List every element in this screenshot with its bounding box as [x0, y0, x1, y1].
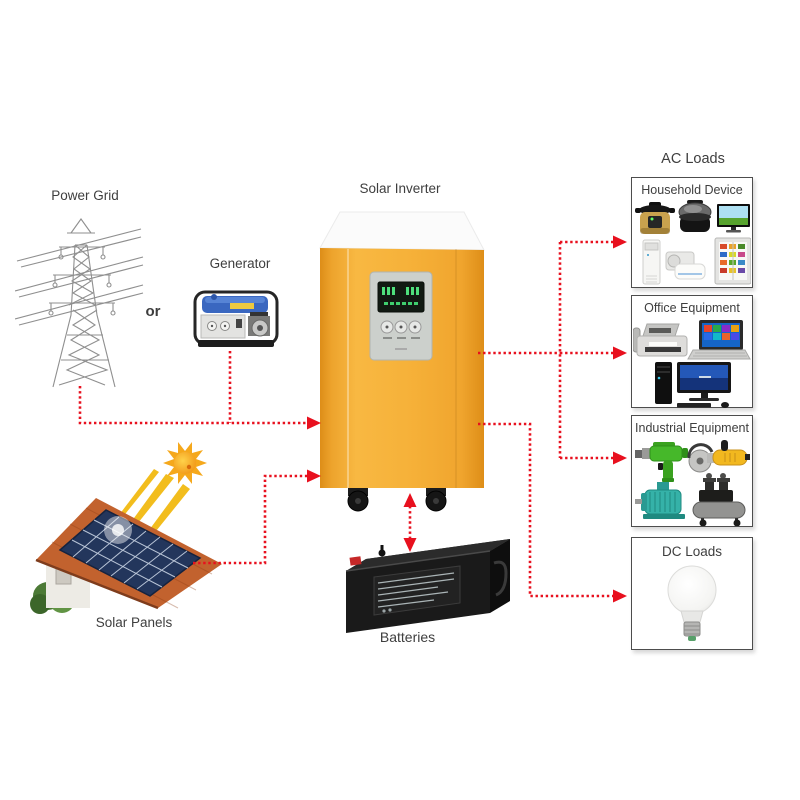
- arrowhead-industrial: [613, 451, 627, 465]
- tv-icon: [717, 204, 750, 233]
- generator-label: Generator: [209, 256, 271, 271]
- sun-beams: [119, 469, 190, 541]
- power-grid-label: Power Grid: [51, 188, 119, 203]
- battery-terminal-red: [349, 556, 362, 566]
- portable-generator-icon: [193, 290, 279, 347]
- batteries-label: Batteries: [379, 629, 436, 645]
- dc-loads-icons: [667, 565, 717, 641]
- halogen-oven-icon: [678, 200, 712, 232]
- ac-load-box-household: Household Device: [631, 177, 753, 288]
- sun-icon: [163, 442, 207, 484]
- monitor-icon: [677, 362, 731, 401]
- keyboard-icon: [677, 403, 711, 408]
- ac-loads-label: AC Loads: [661, 151, 725, 167]
- arrowhead-dc-loads: [613, 589, 627, 603]
- transmission-tower-icon: [15, 218, 144, 388]
- ac-load-box-industrial: Industrial Equipment: [631, 415, 753, 527]
- or-label: or: [145, 303, 161, 320]
- solar-panels-label: Solar Panels: [95, 615, 173, 630]
- household-device-icons: [635, 200, 751, 285]
- mouse-icon: [721, 402, 729, 408]
- dc-loads-title: DC Loads: [661, 544, 723, 559]
- arrowhead-office: [613, 346, 627, 360]
- standing-ac-icon: [642, 239, 661, 285]
- electric-drill-icon: [635, 442, 688, 482]
- angle-grinder-icon: [687, 440, 750, 473]
- grid-to-inverter-line: [78, 386, 307, 425]
- ac-load-box-office: Office Equipment: [631, 295, 753, 408]
- inverter-control-knobs: [380, 320, 422, 350]
- dc-load-box: DC Loads: [631, 537, 753, 650]
- pc-tower-icon: [655, 362, 672, 404]
- split-ac-icon: [665, 251, 706, 280]
- solar-house-icon: [30, 442, 222, 614]
- air-compressor-icon: [692, 473, 746, 526]
- fax-machine-icon: [633, 323, 688, 357]
- laptop-icon: [687, 320, 751, 360]
- pressure-cooker-icon: [635, 202, 675, 234]
- office-equipment-title: Office Equipment: [644, 301, 740, 315]
- caster-wheels: [347, 488, 447, 512]
- electric-motor-icon: [635, 482, 685, 519]
- battery-icon: [345, 539, 510, 633]
- solar-inverter-label: Solar Inverter: [359, 181, 441, 196]
- industrial-equipment-icons: [635, 440, 750, 526]
- led-bulb-icon: [667, 565, 717, 641]
- industrial-equipment-title: Industrial Equipment: [635, 421, 749, 435]
- office-equipment-icons: [633, 320, 751, 408]
- inverter-lcd-display: [377, 281, 425, 313]
- solar-inverter-icon: [319, 211, 485, 512]
- battery-label: [373, 565, 461, 616]
- refrigerator-icon: [714, 237, 751, 285]
- household-device-title: Household Device: [641, 183, 743, 197]
- arrowhead-household: [613, 235, 627, 249]
